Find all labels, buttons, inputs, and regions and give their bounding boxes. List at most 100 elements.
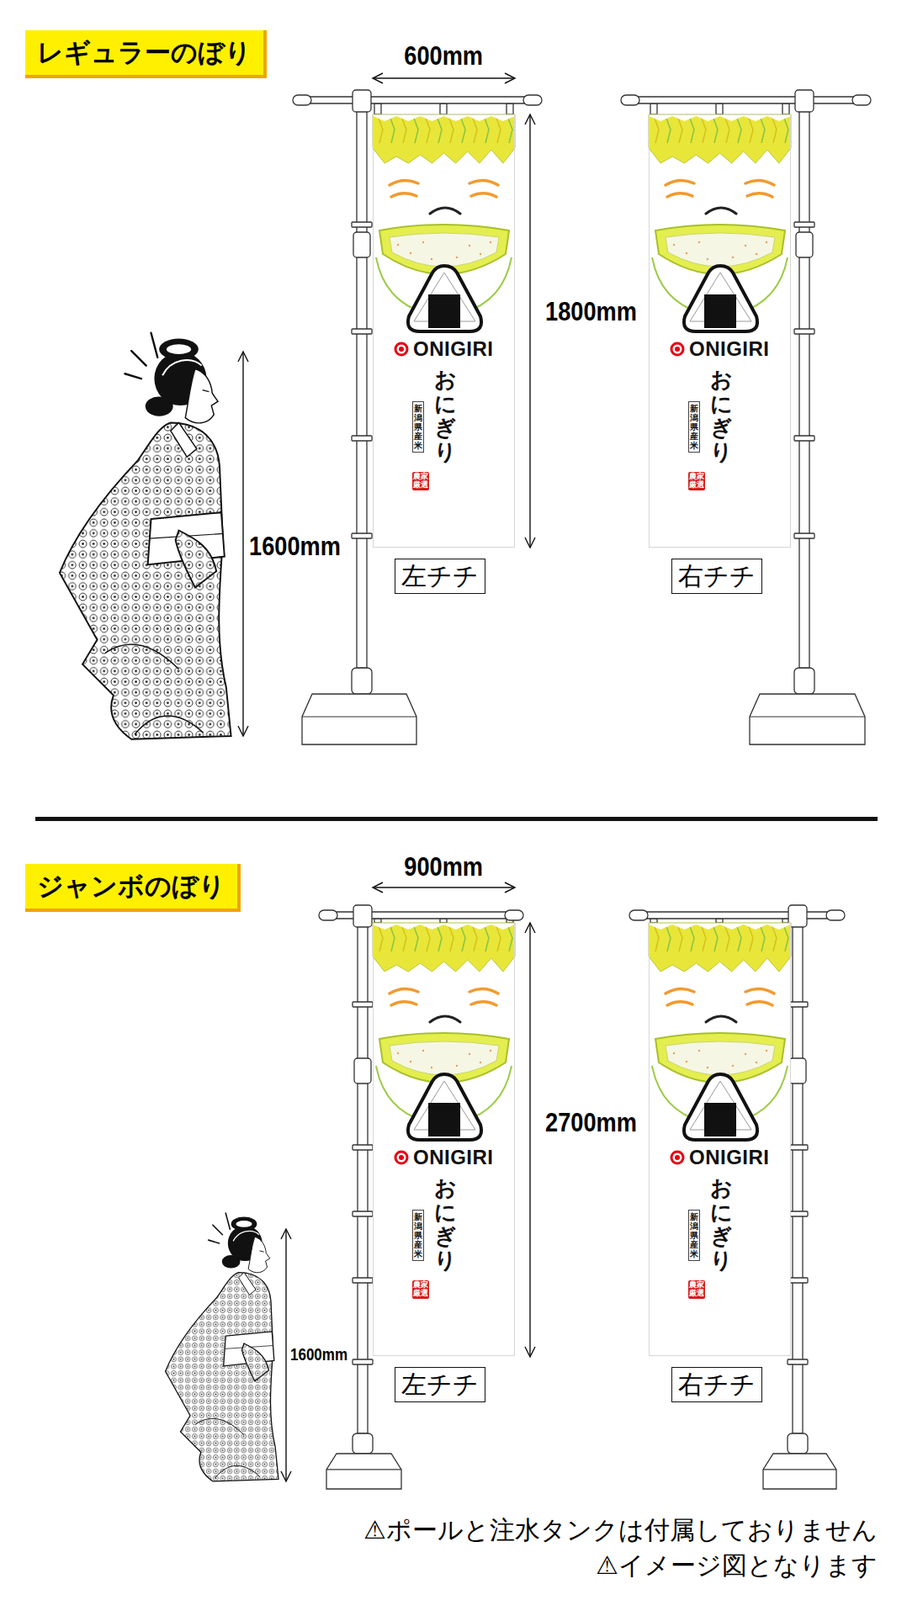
hair-strand [483, 116, 489, 144]
nose [705, 1016, 737, 1023]
target-center [674, 1155, 680, 1161]
target-ring [673, 1153, 683, 1163]
hair-strand [653, 924, 659, 952]
eyebrow [745, 180, 775, 186]
base-edge [763, 1469, 837, 1470]
dimension-line [285, 1229, 287, 1482]
heading-badge-text: ジャンボのぼり [37, 870, 226, 902]
hair-strand [424, 116, 430, 144]
dimension-label: 1600mm [290, 1344, 348, 1365]
rice-speckle [765, 1050, 768, 1052]
rice-speckle [422, 241, 425, 244]
hair-top-edge [648, 922, 791, 930]
pole-ring [794, 435, 815, 441]
seal-stamp: 農家厳選 [688, 472, 706, 491]
hair-strand [436, 116, 442, 144]
nose [705, 207, 737, 214]
banner-flag-text: おにぎり [710, 367, 732, 464]
origin-tag-text: 新潟県産米 [413, 403, 423, 451]
rice-speckle [456, 256, 458, 259]
pole-ring [351, 328, 372, 335]
arrow-head [281, 1229, 292, 1240]
target-center [398, 346, 404, 352]
rice-speckle [479, 1061, 482, 1064]
eye [747, 193, 773, 197]
base-edge [302, 716, 417, 717]
woman-figure [59, 333, 232, 740]
dimension-label: 600mm [403, 39, 483, 72]
surprise-line [124, 373, 141, 379]
side-tag-text: 左チチ [401, 561, 479, 592]
top-clip [795, 90, 814, 112]
pole-ring [351, 435, 372, 441]
nori [428, 294, 461, 329]
woman-figure [165, 1213, 279, 1482]
banner-flag-text: おにぎり [434, 367, 457, 464]
pole [799, 100, 810, 669]
hair-strand [472, 116, 478, 144]
hair-strand [389, 924, 395, 952]
onigiri [684, 265, 758, 332]
eye [667, 1002, 693, 1006]
pole-clip [789, 1058, 807, 1084]
pole-clip [353, 232, 371, 258]
flag-cloth [372, 922, 515, 1357]
eyebrow [665, 180, 695, 186]
rice-speckle [673, 243, 675, 246]
pole-ring [787, 1359, 808, 1365]
hair-strand [472, 924, 478, 952]
seal-stamp: 農家厳選 [412, 472, 430, 491]
teeth [389, 233, 499, 267]
arrow-head [504, 882, 515, 893]
top-bar [624, 96, 868, 104]
hair-strand [401, 116, 407, 144]
target-center [674, 346, 680, 352]
rice-speckle [765, 241, 768, 244]
dimension-arrow [281, 1229, 292, 1482]
top-bar [632, 912, 842, 919]
nose [429, 1016, 461, 1023]
hair-strand [689, 924, 695, 952]
bar-knob [292, 95, 312, 106]
eyebrow [469, 988, 499, 994]
hair-strand [747, 924, 754, 952]
origin-tag-text: 新潟県産米 [689, 1212, 699, 1259]
hair-strand [665, 924, 671, 952]
hair-strand [724, 116, 730, 144]
target-center [398, 1155, 404, 1161]
rice-speckle [409, 252, 412, 255]
rice-speckle [755, 253, 758, 255]
flag-cloth [648, 114, 791, 548]
origin-tag-text: 新潟県産米 [413, 1212, 423, 1259]
hair-strand [460, 116, 466, 144]
pole [792, 915, 803, 1434]
eye [747, 1002, 773, 1006]
flag-artwork [372, 922, 515, 1357]
hair-strand [507, 924, 513, 952]
onigiri [684, 1074, 758, 1141]
nori [428, 1103, 461, 1137]
hair-strand [448, 924, 454, 952]
hair-strand [507, 116, 513, 144]
onigiri [408, 265, 482, 332]
hair-strand [783, 924, 789, 952]
pole-ring [352, 1278, 373, 1284]
banner-flag-text: ONIGIRI [413, 339, 494, 360]
pole-ring [352, 1002, 373, 1008]
heading-badge-text: レギュラーのぼり [37, 37, 252, 69]
pole-clip [354, 1058, 372, 1084]
top-bar [322, 912, 520, 919]
hair-strand [413, 924, 419, 952]
nose [429, 207, 461, 214]
front-sleeve [175, 530, 217, 589]
rice-speckle [706, 1066, 709, 1069]
bar-knob [318, 910, 338, 921]
hair-top-edge [372, 114, 515, 122]
rice-speckle [468, 1053, 471, 1056]
hair-strand [712, 116, 718, 144]
side-tag-text: 右チチ [678, 561, 756, 592]
rice-speckle [430, 258, 433, 260]
hair-strand [736, 924, 742, 952]
seal-stamp: 農家厳選 [412, 1280, 430, 1300]
target-outer [670, 342, 685, 357]
